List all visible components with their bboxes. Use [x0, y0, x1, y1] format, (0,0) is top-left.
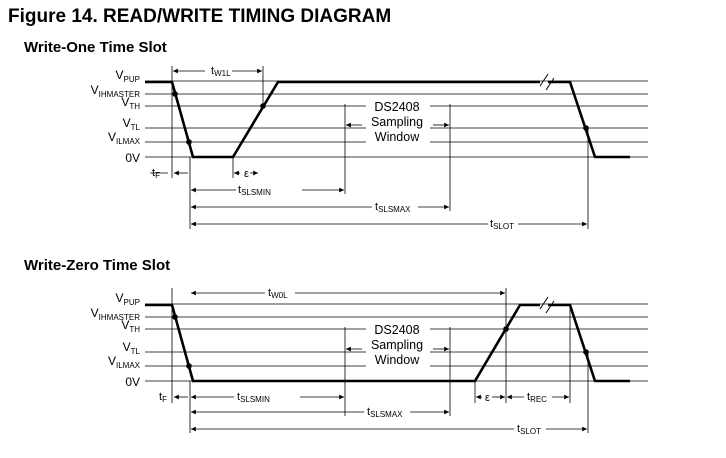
label-tf: tF	[159, 391, 167, 404]
break-symbol	[539, 296, 555, 314]
label-tw0l: tW0L	[268, 287, 288, 300]
sampling-window-label: DS2408 Sampling Window	[366, 99, 430, 147]
label-epsilon: ε	[244, 168, 249, 180]
level-label-vihmaster: VIHMASTER	[91, 83, 141, 99]
waveform	[145, 303, 540, 383]
level-label-0v: 0V	[125, 375, 140, 389]
threshold-dots	[172, 91, 589, 145]
waveform-end	[548, 80, 630, 159]
waveform-end	[548, 303, 630, 383]
sampling-window-bounds	[344, 327, 451, 416]
label-tslot: tSLOT	[490, 218, 514, 231]
write-zero-diagram: VPUP VIHMASTER VTH VTL VILMAX 0V	[91, 287, 648, 436]
timing-markers	[171, 288, 589, 433]
dimension-arrows	[174, 290, 587, 432]
svg-text:DS2408: DS2408	[374, 323, 419, 337]
label-tslsmin: tSLSMIN	[238, 184, 271, 197]
waveform	[145, 80, 540, 159]
level-label-vpup: VPUP	[116, 68, 140, 84]
threshold-dots	[172, 314, 589, 369]
label-tslsmax: tSLSMAX	[367, 406, 403, 419]
label-tslsmax: tSLSMAX	[375, 201, 411, 214]
write-zero-slot-title: Write-Zero Time Slot	[24, 257, 171, 274]
svg-text:Sampling: Sampling	[371, 115, 423, 129]
label-tw1l: tW1L	[211, 65, 231, 78]
label-tslot: tSLOT	[517, 423, 541, 436]
sampling-window-label: DS2408 Sampling Window	[366, 322, 430, 370]
label-tf: tF	[152, 167, 160, 180]
level-label-vth: VTH	[121, 95, 140, 111]
level-label-vpup: VPUP	[116, 291, 140, 307]
write-one-diagram: VPUP VIHMASTER VTH VTL VILMAX 0V	[91, 65, 648, 231]
level-label-vilmax: VILMAX	[108, 130, 141, 146]
label-tslsmin: tSLSMIN	[237, 391, 270, 404]
dimension-arrows	[150, 68, 587, 227]
level-label-vilmax: VILMAX	[108, 354, 141, 370]
svg-text:Window: Window	[375, 130, 420, 144]
break-symbol	[539, 73, 555, 91]
svg-text:Sampling: Sampling	[371, 338, 423, 352]
level-label-vihmaster: VIHMASTER	[91, 306, 141, 322]
write-one-slot-title: Write-One Time Slot	[24, 39, 167, 56]
svg-text:Window: Window	[375, 353, 420, 367]
level-label-0v: 0V	[125, 151, 140, 165]
label-trec: tREC	[527, 391, 547, 404]
label-epsilon: ε	[485, 392, 490, 404]
figure-title: Figure 14. READ/WRITE TIMING DIAGRAM	[8, 6, 392, 27]
level-label-vth: VTH	[121, 318, 140, 334]
level-label-vtl: VTL	[123, 340, 141, 356]
svg-text:DS2408: DS2408	[374, 100, 419, 114]
timing-markers	[171, 66, 589, 229]
level-label-vtl: VTL	[123, 116, 141, 132]
sampling-window-bounds	[344, 104, 451, 211]
